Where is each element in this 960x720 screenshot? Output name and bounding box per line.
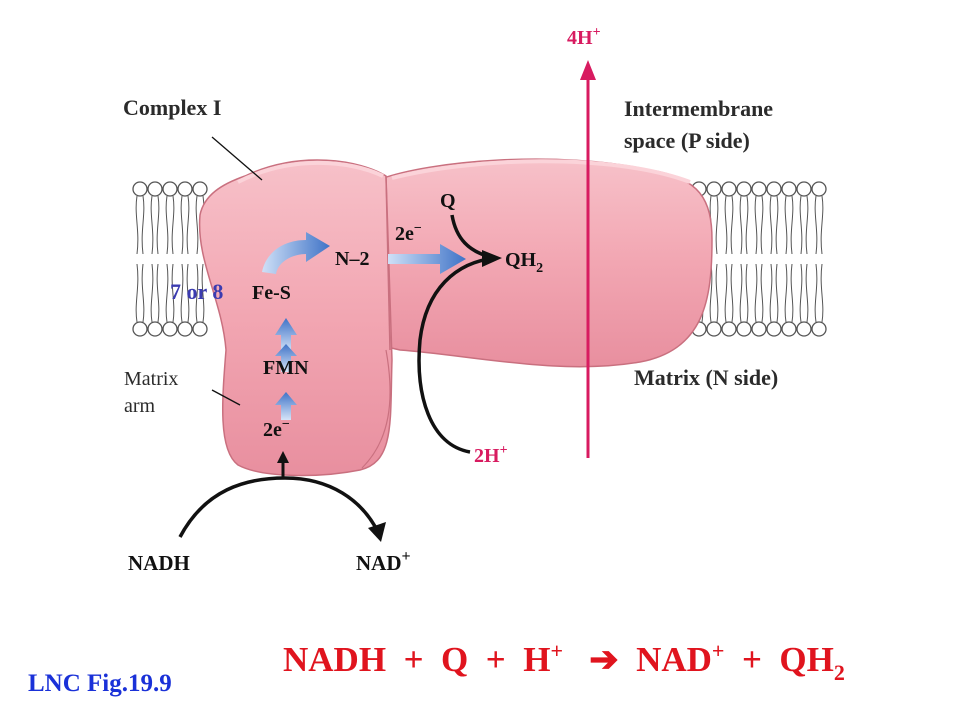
eq-arrow: ➔ <box>589 640 619 679</box>
lipid-head <box>811 321 827 337</box>
two-h-label: 2H+ <box>474 443 508 467</box>
lipid-head <box>751 321 767 337</box>
eq-plus-2: + <box>485 640 506 679</box>
lipid-head <box>162 321 178 337</box>
reaction-equation: NADH + Q + H+ ➔ NAD+ + QH2 <box>283 638 845 685</box>
lipid-tail <box>165 195 175 323</box>
lipid-head <box>162 181 178 197</box>
nad-label: NAD+ <box>356 548 411 575</box>
lipid-head <box>177 181 193 197</box>
two-e-bottom-label: 2e− <box>263 417 290 441</box>
fmn-label: FMN <box>263 357 309 379</box>
black-arrows <box>178 214 502 542</box>
lipid-head <box>736 321 752 337</box>
lipid-head <box>132 181 148 197</box>
leader-matrix-arm <box>211 389 241 406</box>
figure-caption: LNC Fig.19.9 <box>28 670 172 697</box>
nadh-label: NADH <box>128 551 190 575</box>
eq-plus-1: + <box>403 640 424 679</box>
proton-pump-arrow <box>580 60 596 458</box>
lipid-head <box>736 181 752 197</box>
lipid-tail <box>769 195 779 323</box>
lipid-tail <box>754 195 764 323</box>
fes-label: Fe-S <box>252 282 291 304</box>
arrow-fes-to-n2 <box>262 232 330 274</box>
eq-nadh: NADH <box>283 640 387 679</box>
intermembrane-label-2: space (P side) <box>624 128 750 153</box>
lipid-head <box>147 321 163 337</box>
qh2-label: QH2 <box>505 249 543 276</box>
lipid-head <box>192 321 208 337</box>
lipid-head <box>751 181 767 197</box>
lipid-tail <box>180 195 190 323</box>
lipid-head <box>147 181 163 197</box>
lipid-head <box>796 181 812 197</box>
lipid-head <box>766 181 782 197</box>
membrane-left <box>132 181 208 337</box>
lipid-tail <box>799 195 809 323</box>
lipid-head <box>721 181 737 197</box>
lipid-head <box>781 321 797 337</box>
matrix-arm-label-2: arm <box>124 395 156 417</box>
matrix-side-label: Matrix (N side) <box>634 365 778 390</box>
eq-nad: NAD+ <box>636 638 725 679</box>
lipid-tail <box>739 195 749 323</box>
arrow-n2-to-q <box>388 244 466 274</box>
arrow-fmn-up <box>275 344 297 372</box>
lipid-head <box>192 181 208 197</box>
q-label: Q <box>440 190 456 212</box>
arrow-2e-to-fmn <box>275 392 297 420</box>
two-e-top-label: 2e− <box>395 221 422 245</box>
fes-count-label: 7 or 8 <box>170 279 223 304</box>
lipid-tail <box>784 195 794 323</box>
electron-flow-arrows <box>262 232 466 420</box>
leader-complex-i <box>211 136 263 181</box>
lipid-tail <box>135 195 145 323</box>
lipid-head <box>706 181 722 197</box>
lipid-head <box>706 321 722 337</box>
lipid-head <box>132 321 148 337</box>
eq-plus-3: + <box>741 640 762 679</box>
lipid-tail <box>150 195 160 323</box>
lipid-head <box>796 321 812 337</box>
lipid-tail <box>724 195 734 323</box>
eq-q: Q <box>441 640 469 679</box>
lipid-head <box>766 321 782 337</box>
matrix-arm-label-1: Matrix <box>124 368 178 390</box>
lipid-tail <box>814 195 824 323</box>
arrow-fmn-to-fes <box>275 318 297 352</box>
lipid-head <box>177 321 193 337</box>
lipid-head <box>721 321 737 337</box>
eq-qh2: QH2 <box>779 640 845 685</box>
four-h-label: 4H+ <box>567 25 601 49</box>
complex-i-protein <box>198 158 713 477</box>
eq-h: H+ <box>523 638 563 679</box>
lipid-head <box>811 181 827 197</box>
n2-label: N–2 <box>335 248 369 270</box>
lipid-head <box>781 181 797 197</box>
intermembrane-label-1: Intermembrane <box>624 96 773 121</box>
complex-i-label: Complex I <box>123 95 221 120</box>
